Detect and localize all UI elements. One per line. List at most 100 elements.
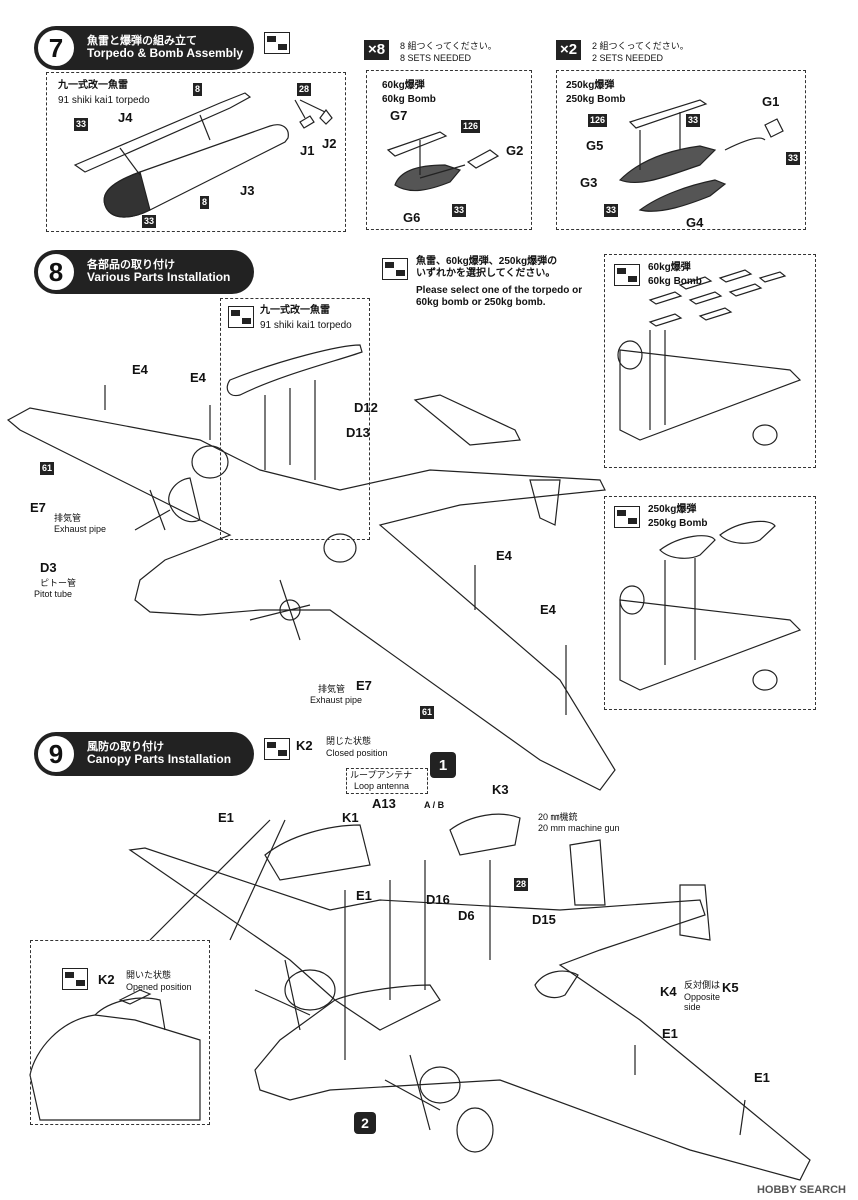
part-g1: G1	[762, 94, 780, 109]
paint-badge: 33	[604, 204, 619, 217]
loop-label-jp: ループアンテナ	[350, 770, 413, 780]
bomb250-name-jp: 250kg爆弾	[566, 80, 615, 91]
torpedo-install-jp: 九一式改一魚雷	[260, 305, 330, 316]
bomb60-install-drawing	[617, 269, 802, 446]
aircraft-step9-drawing	[29, 813, 811, 1181]
part-d15: D15	[532, 912, 556, 927]
bomb250-install-jp: 250kg爆弾	[648, 504, 697, 515]
exhaust-label-jp: 排気管	[318, 684, 346, 694]
step9-title-en: Canopy Parts Installation	[87, 752, 232, 767]
part-e4: E4	[540, 602, 556, 617]
step8-header: 8 各部品の取り付け Various Parts Installation	[34, 250, 254, 294]
step8-title-en: Various Parts Installation	[87, 270, 231, 285]
option-marker: 2	[354, 1112, 376, 1134]
part-k2: K2	[98, 972, 115, 987]
part-g5: G5	[586, 138, 604, 153]
paint-badge: 61	[420, 706, 435, 719]
part-d16: D16	[426, 892, 450, 907]
paint-badge: 33	[142, 215, 157, 228]
paint-badge: 28	[297, 83, 312, 96]
closed-label-jp: 閉じた状態	[326, 736, 372, 746]
paint-badge: 33	[452, 204, 467, 217]
paint-badge: 61	[40, 462, 55, 475]
bomb250-drawing	[618, 99, 784, 212]
flip-icon	[614, 264, 640, 286]
part-d13: D13	[346, 425, 370, 440]
opposite-label-jp: 反対側は	[684, 980, 721, 990]
part-a13: A13	[372, 796, 396, 811]
part-g2: G2	[506, 143, 524, 158]
flip-icon	[614, 506, 640, 528]
torpedo-assembly-box	[46, 72, 346, 232]
step8-number: 8	[35, 251, 77, 293]
exhaust-label-en: Exhaust pipe	[54, 524, 107, 534]
torpedo-name-en: 91 shiki kai1 torpedo	[58, 95, 150, 106]
part-e4: E4	[190, 370, 206, 385]
exhaust-label-en: Exhaust pipe	[310, 695, 363, 705]
torpedo-install-en: 91 shiki kai1 torpedo	[260, 320, 352, 331]
part-g6: G6	[403, 210, 421, 225]
part-k3: K3	[492, 782, 509, 797]
step9-header: 9 風防の取り付け Canopy Parts Installation	[34, 732, 254, 776]
part-g3: G3	[580, 175, 598, 190]
bomb60-name-jp: 60kg爆弾	[382, 80, 425, 91]
part-e4: E4	[496, 548, 512, 563]
part-j2: J2	[322, 136, 337, 151]
bomb60-name-en: 60kg Bomb	[382, 94, 436, 105]
bomb60-install-box	[604, 254, 816, 468]
opposite-label-en: Opposite side	[684, 992, 721, 1013]
bomb250-install-box	[604, 496, 816, 710]
flip-icon	[62, 968, 88, 990]
part-e1: E1	[754, 1070, 770, 1085]
part-j1: J1	[300, 143, 315, 158]
step7-header: 7 魚雷と爆弾の組み立て Torpedo & Bomb Assembly	[34, 26, 254, 70]
part-d3: D3	[40, 560, 57, 575]
part-e1: E1	[662, 1026, 678, 1041]
part-g7: G7	[390, 108, 408, 123]
gun-label-en: 20 mm machine gun	[538, 823, 620, 833]
selection-note-en: Please select one of the torpedo or 60kg…	[416, 285, 583, 308]
paint-badge: 33	[74, 118, 89, 131]
part-d12: D12	[354, 400, 378, 415]
pitot-label-en: Pitot tube	[34, 589, 73, 599]
flip-icon	[264, 32, 290, 54]
torpedo-install-box	[220, 298, 370, 540]
exhaust-label-jp: 排気管	[54, 513, 82, 523]
loop-label-en: Loop antenna	[354, 781, 410, 791]
part-e1: E1	[218, 810, 234, 825]
flip-icon	[382, 258, 408, 280]
bomb60-drawing	[386, 131, 500, 192]
paint-badge: 28	[514, 878, 529, 891]
step7-title-jp: 魚雷と爆弾の組み立て	[87, 34, 197, 47]
bomb60-sets-jp: 8 組つくってください。	[400, 41, 497, 51]
opened-label-jp: 開いた状態	[126, 970, 172, 980]
bomb250-multiplier: ×2	[556, 40, 582, 60]
part-e4: E4	[132, 362, 148, 377]
bomb60-multiplier: ×8	[364, 40, 390, 60]
bomb60-install-en: 60kg Bomb	[648, 276, 702, 287]
bomb250-name-en: 250kg Bomb	[566, 94, 626, 105]
opened-label-en: Opened position	[126, 982, 192, 992]
closed-label-en: Closed position	[326, 748, 388, 758]
step7-title-en: Torpedo & Bomb Assembly	[87, 46, 244, 61]
part-j3: J3	[240, 183, 255, 198]
watermark: HOBBY SEARCH	[756, 1184, 846, 1196]
flip-icon	[264, 738, 290, 760]
bomb250-assembly-box	[556, 70, 806, 230]
bomb60-install-jp: 60kg爆弾	[648, 262, 691, 273]
part-j4: J4	[118, 110, 133, 125]
step9-title-jp: 風防の取り付け	[87, 740, 164, 753]
torpedo-name-jp: 九一式改一魚雷	[58, 80, 128, 91]
ab-marker: A / B	[424, 800, 445, 810]
part-g4: G4	[686, 215, 704, 230]
paint-badge: 126	[588, 114, 608, 127]
bomb250-install-en: 250kg Bomb	[648, 518, 708, 529]
part-k5: K5	[722, 980, 739, 995]
part-e7: E7	[30, 500, 46, 515]
paint-badge: 8	[193, 83, 203, 96]
torpedo-drawing	[73, 92, 333, 218]
paint-badge: 33	[786, 152, 801, 165]
opened-canopy-inset	[30, 940, 210, 1125]
part-k2: K2	[296, 738, 313, 753]
